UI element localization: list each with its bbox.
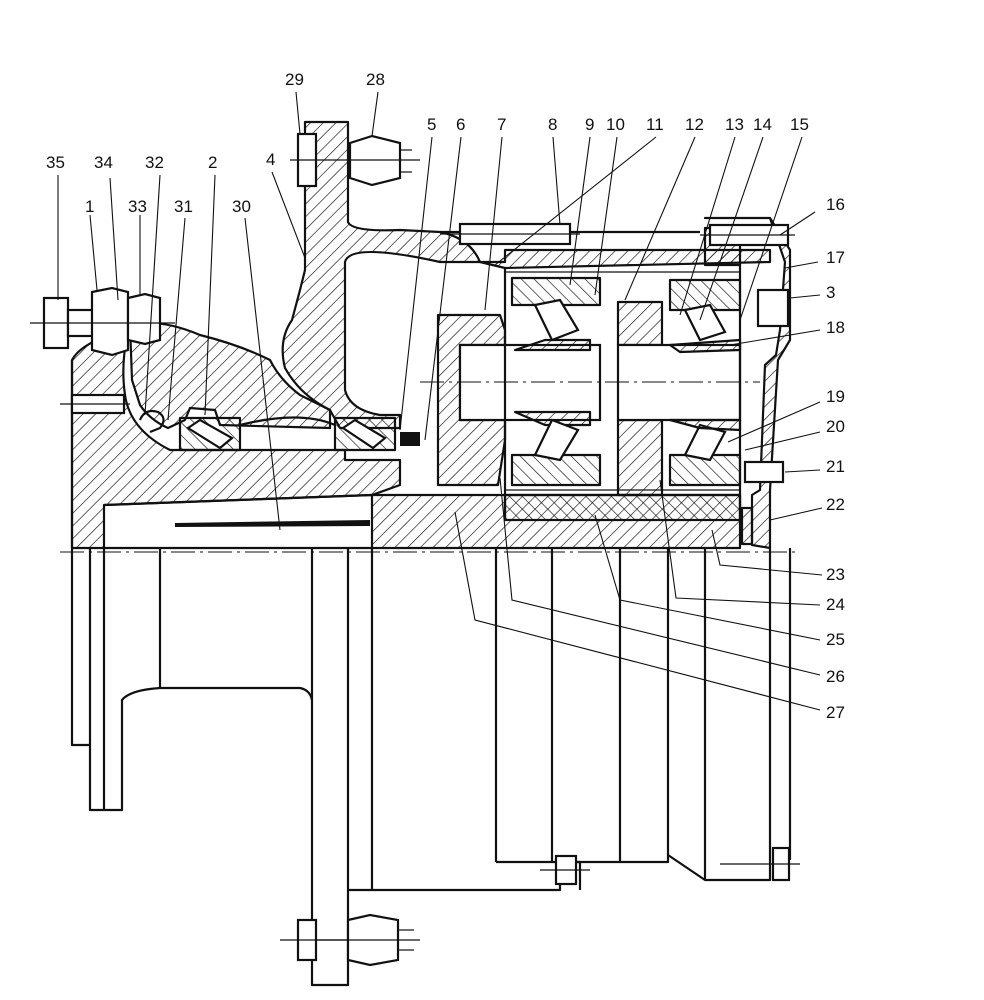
label-24: 24	[826, 595, 845, 614]
label-32: 32	[145, 153, 164, 172]
label-3: 3	[826, 283, 835, 302]
label-19: 19	[826, 387, 845, 406]
label-8: 8	[548, 115, 557, 134]
label-1: 1	[85, 197, 94, 216]
label-4: 4	[266, 150, 275, 169]
label-12: 12	[685, 115, 704, 134]
leader-lines	[57, 91, 823, 711]
label-23: 23	[826, 565, 845, 584]
label-33: 33	[128, 197, 147, 216]
label-21: 21	[826, 457, 845, 476]
label-18: 18	[826, 318, 845, 337]
label-10: 10	[606, 115, 625, 134]
label-29: 29	[285, 70, 304, 89]
part-labels: 35 34 32 2 4 29 28 5 6 7 8 9 10 11 12 13…	[46, 70, 845, 722]
label-15: 15	[790, 115, 809, 134]
label-34: 34	[94, 153, 113, 172]
label-5: 5	[427, 115, 436, 134]
label-30: 30	[232, 197, 251, 216]
label-28: 28	[366, 70, 385, 89]
label-26: 26	[826, 667, 845, 686]
label-27: 27	[826, 703, 845, 722]
label-2: 2	[208, 153, 217, 172]
label-35: 35	[46, 153, 65, 172]
label-14: 14	[753, 115, 772, 134]
exterior-view	[70, 360, 800, 987]
label-6: 6	[456, 115, 465, 134]
label-13: 13	[725, 115, 744, 134]
label-31: 31	[174, 197, 193, 216]
label-16: 16	[826, 195, 845, 214]
label-20: 20	[826, 417, 845, 436]
label-22: 22	[826, 495, 845, 514]
label-11: 11	[646, 115, 664, 134]
label-17: 17	[826, 248, 845, 267]
label-9: 9	[585, 115, 594, 134]
section-view	[30, 120, 800, 553]
label-7: 7	[497, 115, 506, 134]
label-25: 25	[826, 630, 845, 649]
